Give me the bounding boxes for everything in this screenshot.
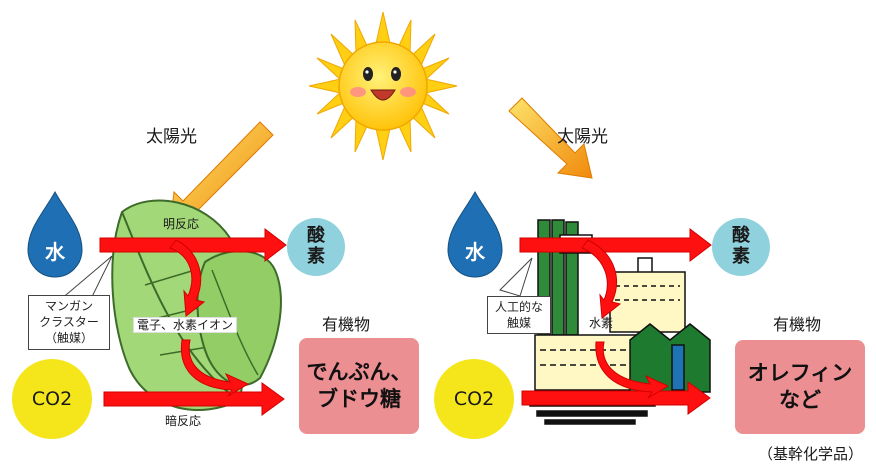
organic-heading-right: 有機物 xyxy=(773,315,822,334)
co2-label-right: CO2 xyxy=(453,388,495,410)
co2-circle-left xyxy=(12,359,92,439)
light-reaction-label: 明反応 xyxy=(163,217,200,231)
oxygen-circle-right xyxy=(712,218,770,276)
left-co2-arrow xyxy=(103,382,285,416)
oxygen-label-left: 酸 素 xyxy=(307,225,325,267)
right-oxygen-arrow xyxy=(519,227,712,263)
basic-chemicals-footnote: （基幹化学品） xyxy=(758,445,864,463)
sunlight-arrow-right xyxy=(508,97,593,179)
hydrogen-label: 水素 xyxy=(589,316,614,330)
catalyst-callout-pointer-right xyxy=(499,257,533,297)
right-hydrogen-arrow xyxy=(581,239,622,319)
left-oxygen-arrow xyxy=(99,227,287,263)
oxygen-label-right: 酸 素 xyxy=(732,225,750,267)
electrons-hydrogen-ions-label: 電子、水素イオン xyxy=(133,317,238,333)
product-box-right: オレフィン など xyxy=(735,340,865,434)
co2-label-left: CO2 xyxy=(31,388,73,410)
organic-heading-left: 有機物 xyxy=(322,315,371,334)
water-drop-icon-right xyxy=(447,190,503,278)
sunlight-label-left: 太陽光 xyxy=(146,127,197,147)
left-electron-arrow xyxy=(169,239,206,317)
catalyst-callout-right: 人工的な 触媒 xyxy=(487,296,551,335)
water-label-left: 水 xyxy=(45,240,65,264)
right-co2-arrow xyxy=(521,381,711,415)
product-box-left: でんぷん、 ブドウ糖 xyxy=(299,338,419,434)
factory-icon xyxy=(529,219,711,425)
catalyst-callout-left: マンガン クラスター （触媒） xyxy=(28,295,110,350)
dark-reaction-label: 暗反応 xyxy=(165,414,202,428)
leaf-icon xyxy=(111,199,282,411)
water-label-right: 水 xyxy=(465,240,485,264)
left-electron-arrow-lower xyxy=(180,339,250,397)
sunlight-label-right: 太陽光 xyxy=(557,127,608,147)
oxygen-circle-left xyxy=(287,218,345,276)
left-red-arrows xyxy=(99,227,287,416)
right-red-arrows xyxy=(519,227,712,415)
co2-circle-right xyxy=(434,359,514,439)
right-hydrogen-arrow-lower xyxy=(595,341,670,399)
water-drop-icon-left xyxy=(27,190,83,278)
sun-icon xyxy=(308,11,458,161)
